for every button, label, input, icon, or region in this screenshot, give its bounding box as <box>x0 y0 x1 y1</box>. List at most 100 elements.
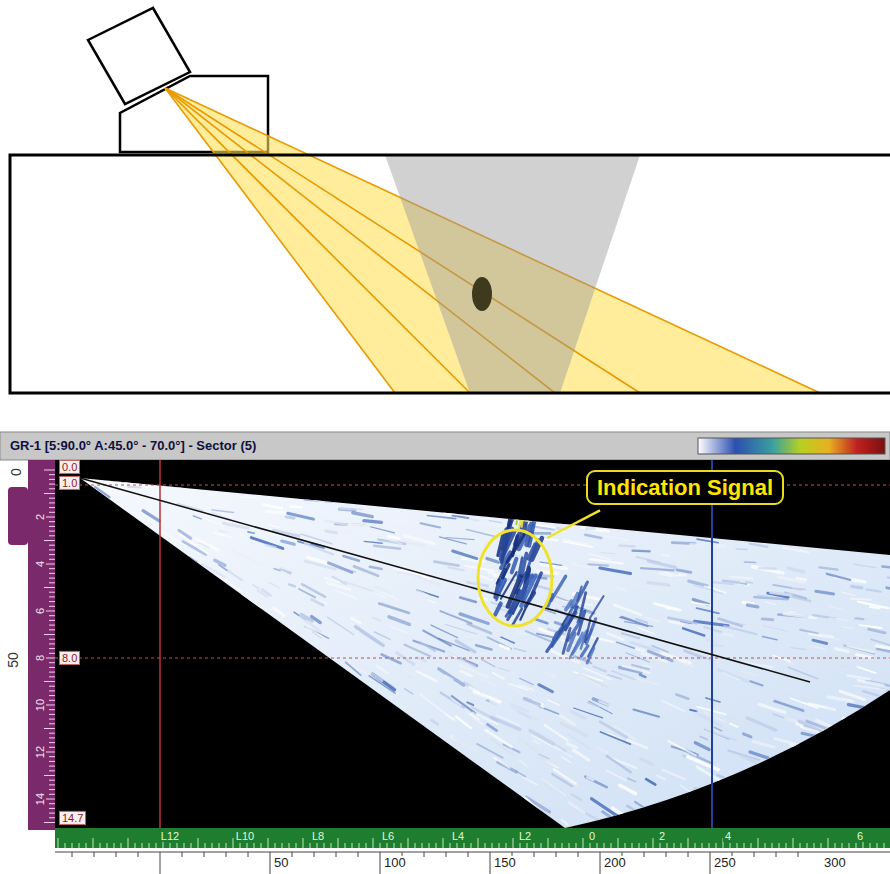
scan-streak <box>366 714 383 731</box>
scan-streak <box>448 494 462 497</box>
scan-streak <box>485 510 512 512</box>
scan-streak <box>582 677 600 687</box>
scan-streak <box>517 507 519 521</box>
depth-cursor <box>55 657 890 658</box>
scan-streak <box>758 596 780 599</box>
defect <box>472 277 492 311</box>
index-tick <box>170 843 171 848</box>
scan-streak <box>478 500 489 502</box>
scan-streak <box>854 564 876 567</box>
scan-streak <box>274 569 280 571</box>
scan-streak <box>495 603 501 614</box>
scan-streak <box>753 741 774 747</box>
cursor-value: 8.0 <box>59 651 80 665</box>
depth-number: 10 <box>34 698 46 712</box>
index-tick <box>464 843 465 848</box>
scan-streak <box>170 651 175 662</box>
scan-streak <box>877 537 890 538</box>
scan-streak <box>266 668 281 686</box>
scan-streak <box>582 527 608 531</box>
scan-streak <box>533 740 539 744</box>
index-number: L8 <box>310 830 326 842</box>
scan-streak <box>193 607 202 615</box>
scan-streak <box>220 703 233 720</box>
scan-streak <box>571 711 584 718</box>
index-tick <box>506 843 507 848</box>
axis-tick <box>270 852 271 874</box>
scan-streak <box>534 810 549 819</box>
scan-streak <box>834 807 863 820</box>
scan-streak <box>282 541 295 544</box>
ruler-tick <box>49 667 55 668</box>
scan-streak <box>249 755 260 769</box>
scan-streak <box>100 640 103 660</box>
scan-streak <box>768 818 789 829</box>
scan-streak <box>336 670 356 682</box>
cursor-value: 14.7 <box>59 811 86 825</box>
scan-streak <box>325 802 339 821</box>
scan-streak <box>90 603 94 634</box>
scan-streak <box>887 588 890 593</box>
scan-streak <box>446 714 455 720</box>
ruler-tick <box>49 817 55 818</box>
scan-streak <box>792 602 809 607</box>
scan-streak <box>717 775 724 778</box>
scan-streak <box>300 753 304 758</box>
scan-streak <box>307 785 317 802</box>
scan-streak <box>847 798 867 808</box>
scan-streak <box>162 714 170 732</box>
scan-streak <box>288 771 293 779</box>
scan-streak <box>421 523 441 527</box>
index-tick <box>590 843 591 848</box>
scan-streak <box>192 481 200 484</box>
index-tick <box>303 838 304 848</box>
scan-streak <box>633 549 650 552</box>
scan-streak <box>150 768 155 789</box>
scan-streak <box>268 762 287 786</box>
scan-streak <box>88 503 91 518</box>
index-tick <box>779 843 780 848</box>
beam-fan <box>165 88 820 393</box>
scan-streak <box>545 725 568 741</box>
axis-tick <box>556 852 557 857</box>
scan-streak <box>345 684 364 699</box>
index-tick <box>569 843 570 848</box>
scan-streak <box>493 673 504 679</box>
scan-streak <box>187 665 202 687</box>
scan-streak <box>302 584 325 597</box>
scan-streak <box>304 498 323 502</box>
ruler-tick <box>49 596 55 597</box>
scan-streak <box>783 548 808 553</box>
scan-streak <box>114 747 117 763</box>
scan-streak <box>164 656 176 675</box>
scan-streak <box>544 518 571 524</box>
scan-streak <box>381 788 400 811</box>
scan-streak <box>877 646 890 651</box>
scan-streak <box>742 671 757 676</box>
ruler-tick <box>49 803 55 804</box>
index-tick <box>422 843 423 848</box>
ruler-tick <box>49 770 55 771</box>
beam-rays <box>165 88 820 393</box>
scan-streak <box>850 773 862 776</box>
index-tick <box>65 843 66 848</box>
side-tab <box>8 487 28 545</box>
scan-streak <box>512 559 517 573</box>
scan-streak <box>143 675 146 684</box>
index-tick <box>716 843 717 848</box>
scan-streak <box>147 687 150 693</box>
scan-streak <box>847 646 874 652</box>
scan-streak <box>228 743 241 772</box>
scan-streak <box>264 810 268 816</box>
scan-streak <box>791 648 806 650</box>
ruler-tick <box>49 719 55 720</box>
axis-tick <box>336 852 337 857</box>
scan-streak <box>530 730 553 743</box>
scan-streak <box>528 500 530 513</box>
index-tick <box>625 843 626 848</box>
scan-streak <box>843 770 862 777</box>
scan-streak <box>388 500 417 503</box>
scan-streak <box>508 684 527 691</box>
scan-streak <box>161 775 168 807</box>
